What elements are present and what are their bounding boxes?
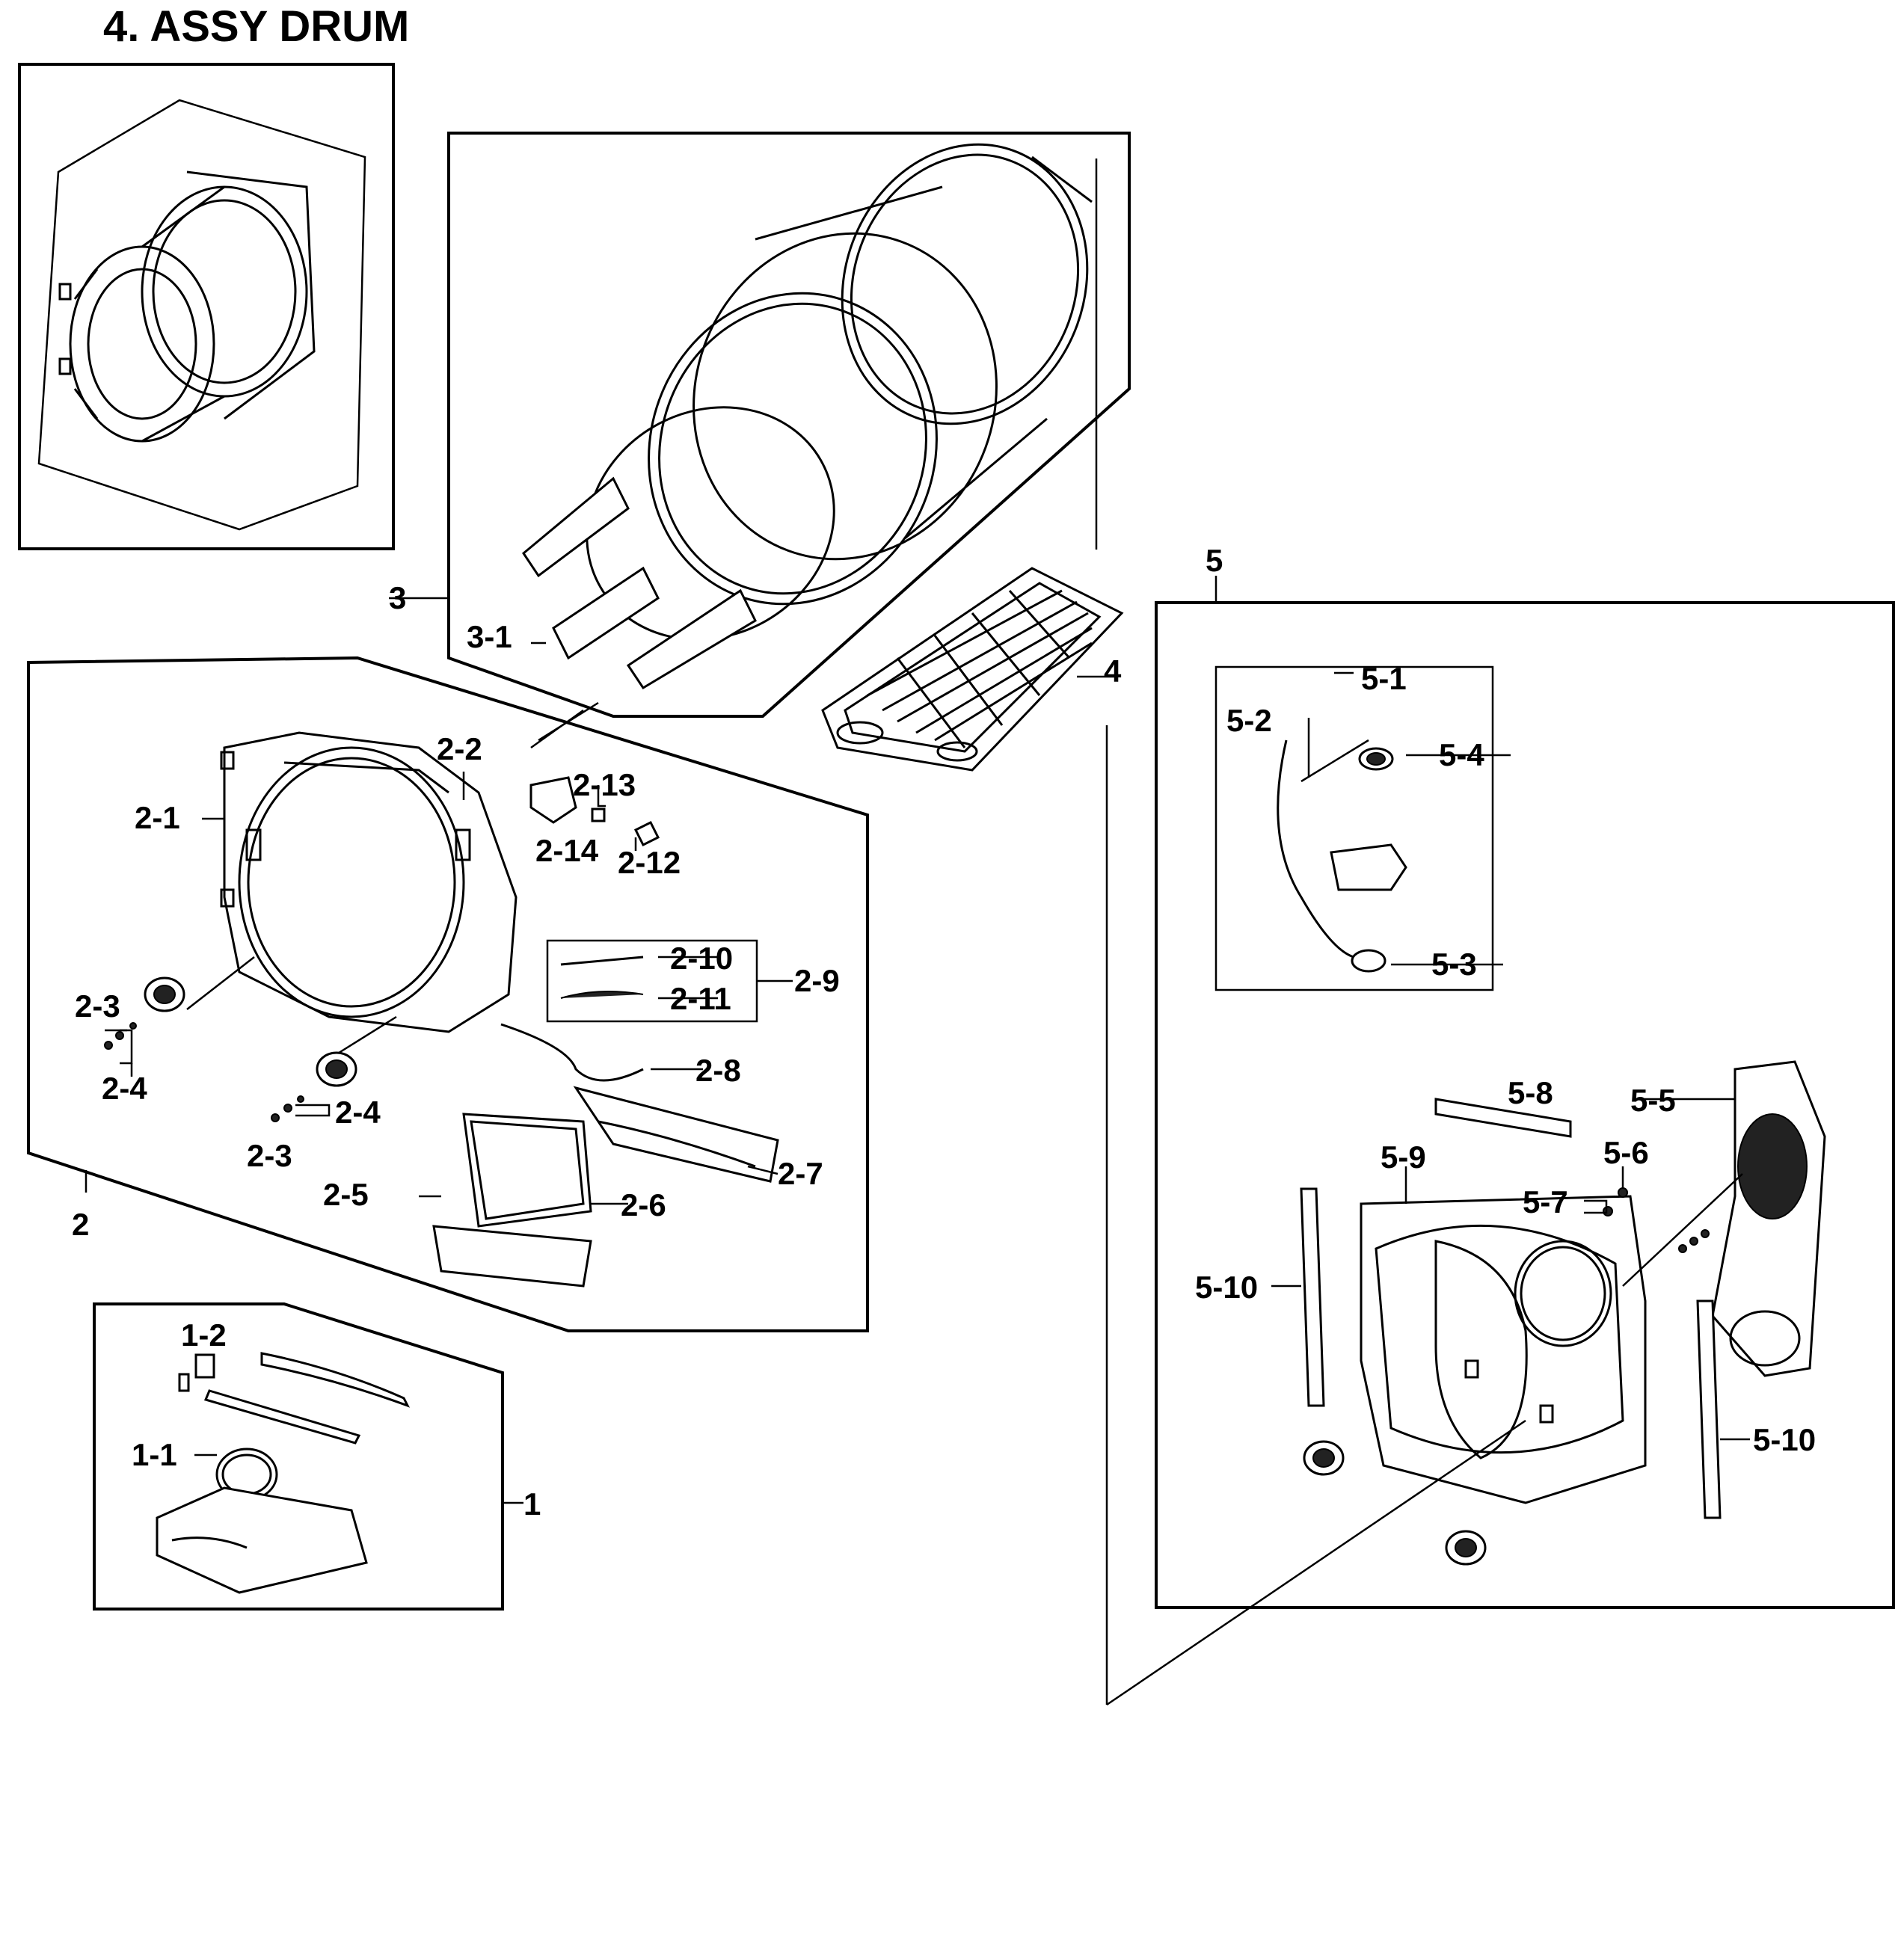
wire-2-8: [500, 1023, 644, 1082]
overview-frame: [18, 63, 395, 550]
label-5-6: 5-6: [1603, 1135, 1649, 1170]
label-2: 2: [72, 1207, 89, 1242]
gasket-2-6: [462, 1113, 592, 1228]
label-5-10b: 5-10: [1753, 1422, 1816, 1457]
bracket-5-8: [1434, 1098, 1572, 1138]
label-2-7: 2-7: [778, 1156, 823, 1191]
label-5-2: 5-2: [1226, 703, 1272, 738]
label-5-3: 5-3: [1431, 947, 1477, 982]
page-title: 4. ASSY DRUM: [103, 2, 410, 51]
drum-icon: [522, 143, 1093, 742]
label-2-3b: 2-3: [247, 1138, 292, 1173]
lifter-3: [626, 588, 757, 690]
assembly-overview: [18, 63, 395, 550]
group-4-filter: [821, 567, 1124, 772]
label-2-10: 2-10: [670, 941, 733, 976]
lifter-2: [552, 566, 660, 660]
part-1-2: [194, 1353, 215, 1379]
overview-outline: [37, 99, 366, 531]
duct-icon: [156, 1486, 368, 1594]
label-1-1: 1-1: [132, 1437, 177, 1472]
label-2-6: 2-6: [621, 1187, 666, 1222]
label-3-1: 3-1: [467, 619, 512, 654]
label-2-8: 2-8: [695, 1053, 741, 1088]
bracket-2-5: [432, 1225, 592, 1288]
label-4: 4: [1104, 653, 1122, 689]
group-3-frame: [447, 132, 1131, 718]
bracket-5-10a: [1300, 1187, 1325, 1407]
drum-seal-ring: [586, 406, 835, 641]
bracket-2-14: [529, 776, 577, 824]
label-5-8: 5-8: [1508, 1075, 1553, 1110]
label-5-5: 5-5: [1630, 1083, 1676, 1118]
label-3: 3: [389, 580, 406, 615]
group-5-frame: [1155, 601, 1895, 1609]
label-2-4b: 2-4: [335, 1095, 381, 1130]
label-2-5: 2-5: [323, 1177, 369, 1212]
lifter-1: [522, 476, 630, 578]
label-2-1: 2-1: [135, 800, 180, 835]
label-2-3a: 2-3: [75, 988, 120, 1024]
group-2-front: [27, 656, 869, 1332]
label-5-1: 5-1: [1361, 661, 1407, 696]
label-1: 1: [523, 1486, 541, 1522]
label-2-4a: 2-4: [102, 1071, 147, 1106]
part-labels: 3 3-1 4 2-1 2-2 2-13 2-14 2-12 2-10 2-11…: [72, 543, 1816, 1522]
label-5: 5: [1206, 543, 1223, 578]
label-2-2: 2-2: [437, 731, 482, 766]
leader-lines: [105, 642, 1750, 1456]
group-5-1-frame: [1214, 665, 1494, 991]
roller-icon: [144, 976, 357, 1087]
label-2-14: 2-14: [535, 833, 599, 868]
label-2-11: 2-11: [670, 981, 731, 1016]
rear-panel-icon: [1360, 1195, 1647, 1504]
drum-assembly-icon: [58, 170, 316, 443]
group-5-rear: [1105, 576, 1895, 1706]
group-2-frame: [27, 656, 869, 1332]
label-1-2: 1-2: [181, 1317, 227, 1353]
bracket-5-10b: [1696, 1299, 1722, 1519]
group-1: [93, 1302, 523, 1611]
group-3-drum: [389, 132, 1131, 742]
label-2-13: 2-13: [573, 767, 636, 802]
label-5-4: 5-4: [1439, 737, 1484, 772]
label-5-9: 5-9: [1381, 1139, 1426, 1175]
front-panel-icon: [186, 709, 584, 1056]
label-5-7: 5-7: [1523, 1184, 1568, 1219]
duct-2-7: [573, 1086, 779, 1183]
label-5-10a: 5-10: [1195, 1270, 1258, 1305]
group-1-frame: [93, 1302, 504, 1611]
label-2-9: 2-9: [794, 963, 840, 998]
lint-filter-icon: [821, 567, 1124, 772]
sensor-icon: [1277, 739, 1407, 973]
label-2-12: 2-12: [618, 845, 681, 880]
